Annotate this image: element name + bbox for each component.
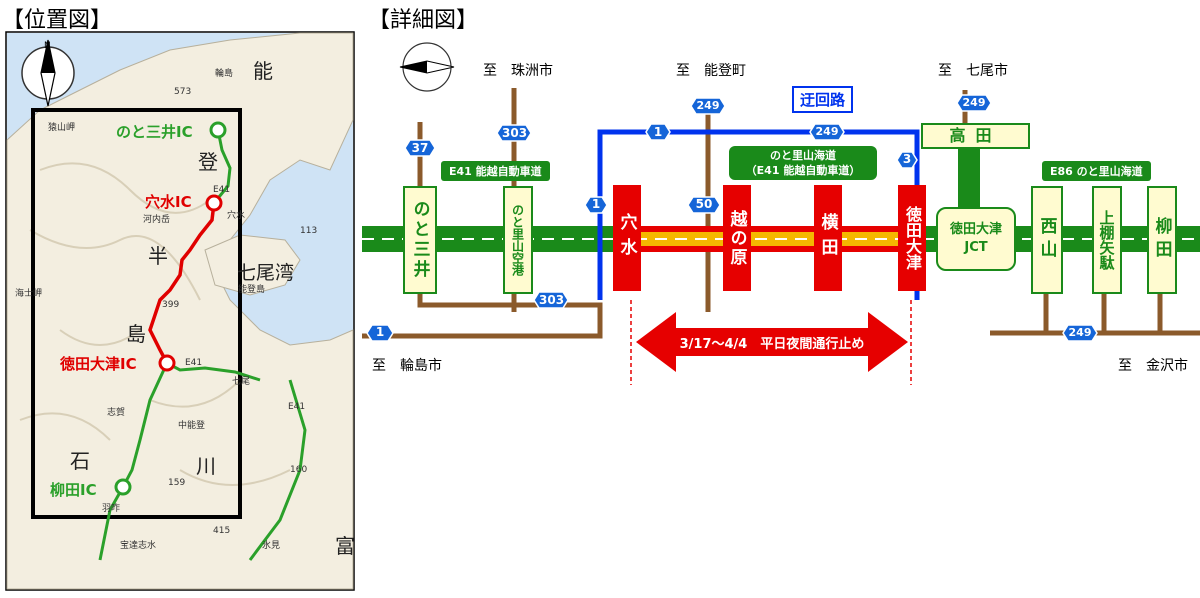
nanao-bay-label: 七尾湾 [237,262,295,284]
direction-nanao: 至 七尾市 [938,63,1008,79]
e86-label: E86 のと里山海道 [1042,161,1151,181]
jct-label-line1: 徳田大津 [949,222,1002,237]
route-3-number: 3 [902,152,912,166]
ic-nishiyama: 西山 [1031,186,1063,294]
local-roads [362,88,1200,339]
noto-label-2: 登 [198,150,218,174]
study-area-frame [31,108,242,519]
ic-anamizu-closed: 穴水 [613,185,641,291]
peninsula-label-2: 島 [126,322,146,346]
expressway-main [362,226,1200,252]
hakui-place: 羽咋 [102,504,121,514]
tokuda-otsu-ic-label: 徳田大津IC [60,355,137,373]
route-303-top-number: 303 [502,126,528,140]
route-249-detour-number: 249 [815,125,839,138]
detail-map-header: 【詳細図】 [368,8,479,33]
route-1-detour-left-number: 1 [591,197,601,211]
ic-noto-airport: のと里山空港 [503,186,533,294]
svg-text:N: N [44,41,51,51]
e41-label-a: E41 [185,358,203,368]
route-50-number: 50 [695,197,713,211]
yanagida-ic-label: 柳田IC [50,481,97,499]
direction-wajima: 至 輪島市 [372,358,442,374]
notojima-island [204,234,301,296]
peninsula-label-1: 半 [148,244,168,268]
closed-section [615,232,913,246]
elev-399: 399 [162,300,180,310]
amami-place: 海士岬 [15,289,43,299]
expressway-open-east [248,379,307,561]
ic-tokuda-otsu-closed: 徳田大津 [898,185,926,291]
route-1-left-number: 1 [375,325,385,339]
north-arrow-icon: N [21,39,75,107]
nakanoto-place: 中能登 [178,421,206,431]
expressway-open-south [98,361,261,561]
direction-suzu: 至 珠洲市 [483,63,553,79]
terrain-texture [19,162,291,486]
anamizu-town: 穴水 [227,211,246,221]
direction-kanazawa: 至 金沢市 [1118,358,1188,374]
ic-yokota-closed: 横田 [814,185,842,291]
shika-place: 志賀 [107,408,126,418]
himi-place: 氷見 [262,541,281,551]
tokuda-otsu-jct: 徳田大津 JCT [936,207,1016,271]
toyama-label: 富 [335,534,355,558]
noto-label-1: 能 [253,59,273,83]
route-1-detour-top-number: 1 [653,125,663,139]
elev-573: 573 [174,87,192,97]
route-249-top-number: 249 [696,99,720,112]
satoyama-e41-label: のと里山海道 （E41 能越自動車道） [729,146,877,180]
route-160: 160 [290,465,308,475]
closure-period-text: 3/17～4/4 平日夜間通行止め [679,337,865,352]
anamizu-ic-marker [205,194,223,212]
kawachi-place: 河内岳 [143,215,171,225]
route-249-right-number: 249 [962,96,986,109]
yanagida-ic-marker [114,478,132,496]
direction-noto-town: 至 能登町 [676,63,746,79]
satoyama-label-line2: （E41 能越自動車道） [745,164,861,177]
notojima-place: 能登島 [238,285,266,295]
ic-takada: 高田 [921,123,1030,149]
saruyama-place: 猿山岬 [48,123,76,133]
ic-noto-mii: のと三井 [403,186,437,294]
location-map: N [5,31,355,591]
ic-koshinohara-closed: 越の原 [723,185,751,291]
hodatsu-place: 宝達志水 [120,541,157,551]
route-303-bottom-number: 303 [539,293,565,307]
ic-yanagida: 柳田 [1147,186,1177,294]
anamizu-ic-label: 穴水IC [145,193,192,211]
kawa-label: 川 [196,454,216,478]
ic-kamitanayazuma: 上棚矢駄 [1092,186,1122,294]
direction-arrow-icon [399,42,455,92]
closure-route-line [148,202,216,364]
closed-section-base [615,226,913,252]
noto-mii-ic-label: のと三井IC [116,123,193,141]
location-map-header: 【位置図】 [2,8,113,33]
tokuda-otsu-ic-marker [158,354,176,372]
wajima-place: 輪島 [215,69,234,79]
route-415: 415 [213,526,231,536]
route-249-bottom-number: 249 [1068,326,1092,339]
e41-noetsu-label: E41 能越自動車道 [441,161,550,181]
satoyama-label-line1: のと里山海道 [770,149,836,162]
route-113: 113 [300,226,318,236]
e41-label-b: E41 [213,185,231,195]
route-37-number: 37 [411,141,429,155]
jct-label-line2: JCT [964,240,988,255]
detour-label: 迂回路 [792,86,854,113]
ishi-label: 石 [70,449,90,473]
land-area [6,32,354,590]
noto-mii-ic-marker [209,121,227,139]
expressway-open-north [212,129,232,204]
route-159: 159 [168,478,186,488]
e41-label-c: E41 [288,402,306,412]
nanao-place: 七尾 [232,377,251,387]
